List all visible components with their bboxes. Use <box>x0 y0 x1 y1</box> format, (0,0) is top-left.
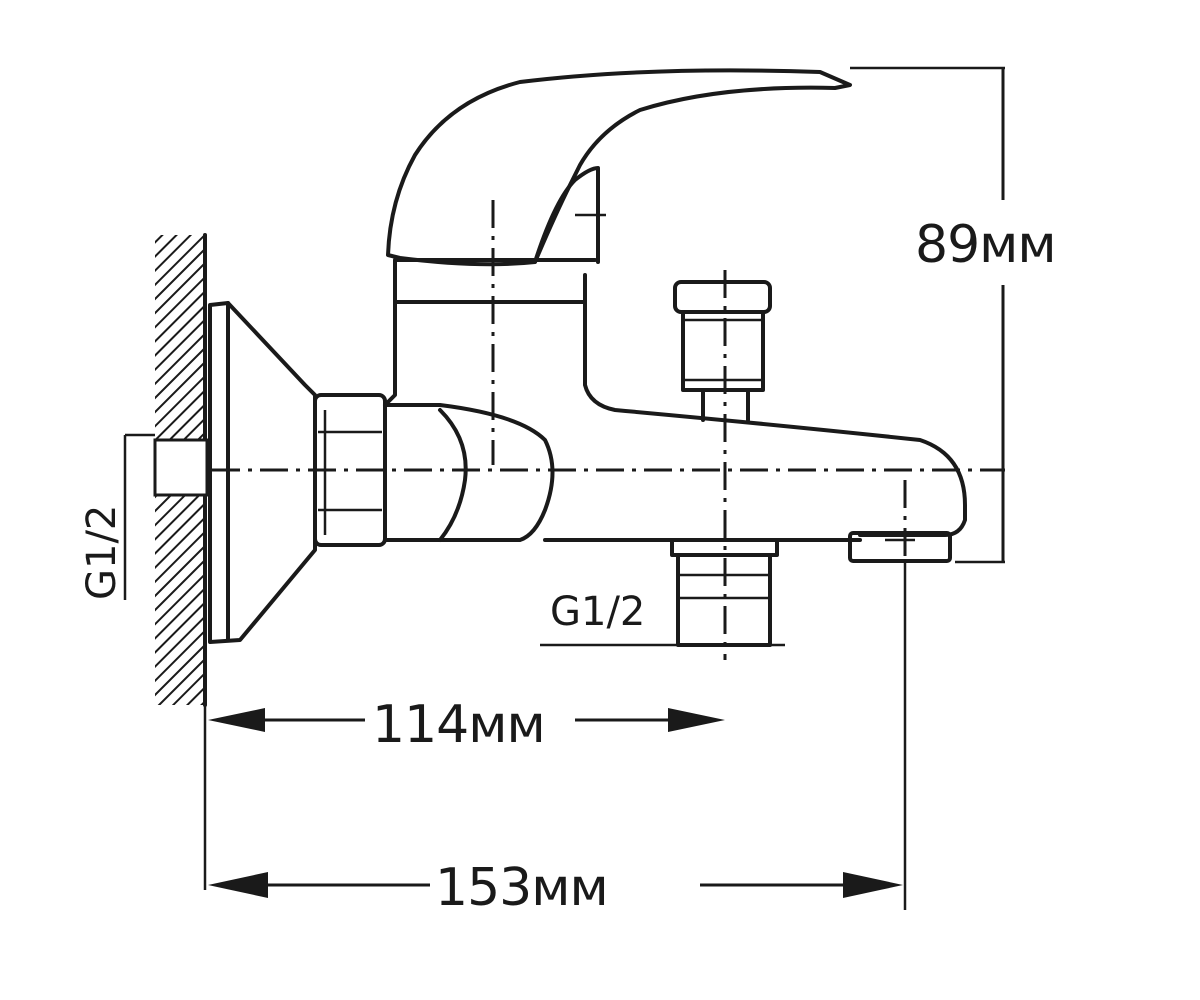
shower-thread-label: G1/2 <box>550 589 645 635</box>
wall-thread-label: G1/2 <box>79 505 125 600</box>
lever-handle <box>386 68 852 267</box>
lever-handle-outline <box>386 68 852 267</box>
lever-handle-neck <box>533 166 600 264</box>
height-dimension: 89мм <box>850 66 1057 564</box>
height-label: 89мм <box>915 215 1056 275</box>
spout-aerator <box>848 531 952 563</box>
center-axes <box>212 200 1005 660</box>
wall-thread-annotation: G1/2 <box>79 433 155 600</box>
diverter-knob <box>673 280 772 422</box>
diverter-knob-body <box>681 310 765 392</box>
total-dim-arrow-left <box>208 872 268 898</box>
diverter-knob-cap <box>673 280 772 314</box>
inner-length-dimension: 114мм <box>203 695 725 890</box>
wall-flange <box>208 301 317 644</box>
total-dim-arrow-right <box>843 872 903 898</box>
flange-outline <box>208 301 317 644</box>
inner-length-label: 114мм <box>372 695 545 755</box>
wall-pipe-opening <box>153 438 209 497</box>
shower-thread-annotation: G1/2 <box>540 589 785 647</box>
cartridge-housing-left <box>383 258 597 407</box>
spout-top-outline <box>583 273 967 537</box>
total-length-label: 153мм <box>435 858 608 918</box>
total-length-dimension: 153мм <box>208 560 907 918</box>
inner-dim-arrow-right <box>668 708 725 732</box>
wall-section <box>153 233 209 707</box>
body-left-part <box>383 403 555 542</box>
body-bulge-line <box>438 408 468 542</box>
inner-dim-arrow-left <box>208 708 265 732</box>
